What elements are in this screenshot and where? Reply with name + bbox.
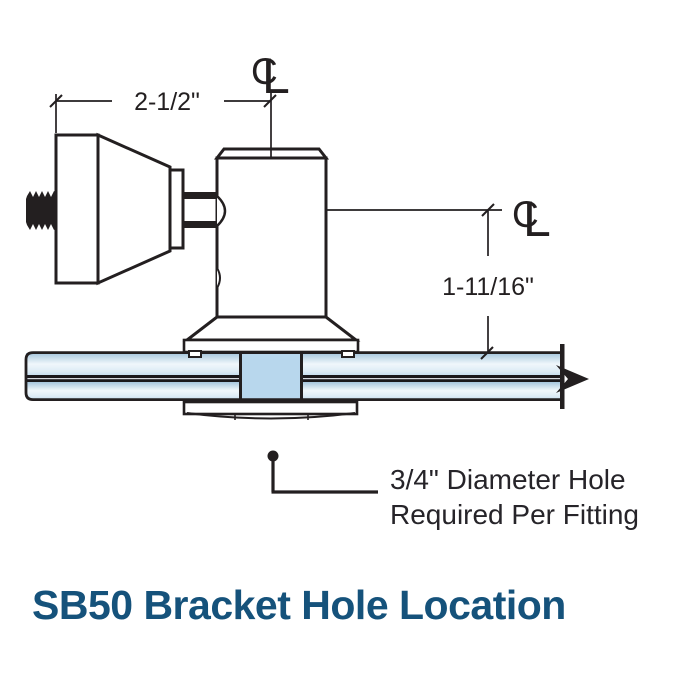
tick-mark bbox=[263, 94, 277, 108]
bracket-body bbox=[182, 147, 361, 358]
centerline-symbol: L bbox=[262, 48, 290, 104]
bottom-washer bbox=[182, 399, 359, 420]
gasket-tab-right bbox=[341, 350, 355, 358]
flange-flare bbox=[182, 315, 361, 342]
width-dimension-label: 2-1/2" bbox=[134, 88, 200, 116]
cone-back-plate bbox=[54, 133, 100, 285]
washer-plate bbox=[182, 400, 359, 416]
cylinder-body bbox=[215, 156, 328, 319]
height-dimension: 1-11/16" C L bbox=[327, 191, 551, 360]
tick-mark bbox=[480, 346, 494, 360]
leader-dot bbox=[267, 450, 279, 462]
cone-taper bbox=[96, 132, 172, 286]
stem-bottom-edge bbox=[183, 221, 218, 228]
centerline-symbol: C bbox=[512, 194, 539, 235]
glass-break-bar bbox=[560, 344, 565, 409]
height-dimension-label: 1-11/16" bbox=[442, 273, 534, 301]
drawing-title: SB50 Bracket Hole Location bbox=[32, 582, 566, 628]
stem-top-edge bbox=[183, 192, 218, 199]
centerline-symbol: C bbox=[251, 51, 278, 92]
annotation-line-1: 3/4" Diameter Hole bbox=[390, 464, 626, 495]
cylinder-edge-arc bbox=[216, 267, 221, 289]
hole-annotation: 3/4" Diameter Hole Required Per Fitting bbox=[267, 450, 639, 530]
threaded-bolt bbox=[26, 191, 57, 230]
cone-knob-assembly bbox=[26, 132, 227, 286]
flange-base bbox=[182, 338, 360, 354]
gasket-tab-left bbox=[188, 350, 202, 358]
centerline-symbol: L bbox=[523, 191, 551, 247]
annotation-line-2: Required Per Fitting bbox=[390, 499, 639, 530]
glass-hole-region bbox=[240, 354, 301, 399]
washer-curve bbox=[186, 412, 356, 420]
width-dimension: 2-1/2" C L bbox=[49, 48, 290, 158]
glass-break-arrow bbox=[556, 365, 589, 393]
collar bbox=[168, 168, 185, 250]
stem-end-arc bbox=[216, 195, 227, 227]
glass-panel bbox=[24, 344, 589, 409]
glass-outline bbox=[24, 351, 561, 401]
tick-mark bbox=[49, 94, 63, 108]
